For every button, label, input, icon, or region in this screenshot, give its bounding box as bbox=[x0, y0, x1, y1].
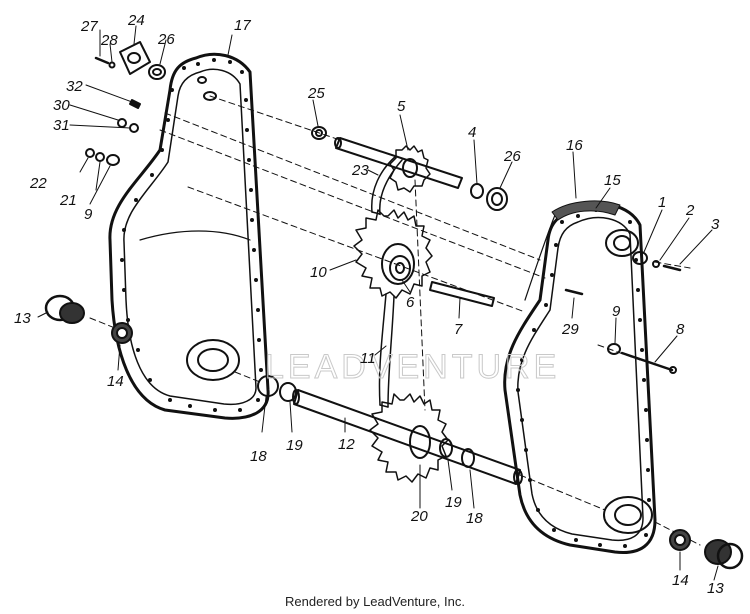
nut-30 bbox=[117, 118, 127, 128]
callout-14-right: 14 bbox=[672, 572, 689, 589]
bolt-27 bbox=[94, 56, 110, 65]
callout-31: 31 bbox=[53, 117, 70, 134]
callout-22: 22 bbox=[29, 175, 47, 192]
callout-29: 29 bbox=[561, 321, 579, 338]
callout-16: 16 bbox=[566, 137, 583, 154]
callout-24: 24 bbox=[127, 12, 145, 29]
callout-15: 15 bbox=[604, 172, 621, 189]
callout-23: 23 bbox=[351, 162, 369, 179]
bolt-3 bbox=[662, 264, 682, 272]
callout-8: 8 bbox=[676, 321, 685, 338]
washer-21 bbox=[95, 152, 105, 162]
bearing-18-left bbox=[257, 375, 279, 397]
washer-28 bbox=[108, 61, 116, 69]
callout-9-right: 9 bbox=[612, 303, 621, 320]
callout-13-right: 13 bbox=[707, 580, 724, 597]
callout-11: 11 bbox=[360, 350, 376, 367]
callout-labels: 27 28 24 26 17 32 30 31 22 21 9 25 5 4 2… bbox=[14, 12, 724, 597]
left-case-bolt-holes bbox=[120, 58, 263, 412]
callout-26-right: 26 bbox=[503, 148, 521, 165]
bearing-flange-24 bbox=[119, 41, 151, 75]
callout-21: 21 bbox=[59, 192, 77, 209]
seal-13-left bbox=[44, 294, 85, 324]
washer-19-left bbox=[279, 382, 297, 402]
washer-2 bbox=[652, 260, 660, 268]
callout-9-left: 9 bbox=[84, 206, 93, 223]
bearing-14-left bbox=[111, 322, 133, 344]
upper-sprocket-23 bbox=[389, 145, 431, 193]
washer-31 bbox=[129, 123, 139, 133]
callout-1: 1 bbox=[658, 194, 666, 211]
right-case-bolt-holes bbox=[516, 208, 651, 548]
callout-18-left: 18 bbox=[250, 448, 267, 465]
callout-18-right: 18 bbox=[466, 510, 483, 527]
lower-shaft-12 bbox=[292, 389, 523, 485]
bearing-26-right bbox=[486, 187, 508, 211]
callout-19-left: 19 bbox=[286, 437, 303, 454]
leader-lines bbox=[37, 25, 719, 581]
callout-7: 7 bbox=[454, 321, 463, 338]
upper-shaft-5 bbox=[334, 137, 463, 189]
callout-32: 32 bbox=[66, 78, 83, 95]
idler-sprocket-10 bbox=[353, 209, 433, 299]
callout-4: 4 bbox=[468, 124, 476, 141]
callout-25: 25 bbox=[307, 85, 325, 102]
right-chain-case bbox=[503, 202, 657, 555]
callout-10: 10 bbox=[310, 264, 327, 281]
lower-sprocket-20 bbox=[369, 393, 449, 483]
washer-9-left bbox=[106, 154, 120, 166]
upper-chain bbox=[371, 155, 403, 215]
lower-spacers bbox=[439, 438, 475, 468]
callout-2: 2 bbox=[685, 202, 695, 219]
seal-13-right bbox=[704, 539, 744, 570]
callout-19-right: 19 bbox=[445, 494, 462, 511]
bolt-29 bbox=[564, 288, 584, 296]
washer-9-right bbox=[607, 343, 621, 355]
callout-14-left: 14 bbox=[107, 373, 124, 390]
bolt-8 bbox=[620, 351, 677, 374]
spacer-tube-7 bbox=[429, 281, 495, 307]
callout-3: 3 bbox=[711, 216, 720, 233]
fitting-32 bbox=[129, 99, 141, 109]
washer-1 bbox=[632, 251, 648, 265]
footer-credit: Rendered by LeadVenture, Inc. bbox=[285, 594, 465, 609]
callout-12: 12 bbox=[338, 436, 355, 453]
gasket-16 bbox=[551, 200, 621, 221]
callout-26-left: 26 bbox=[157, 31, 175, 48]
callout-20: 20 bbox=[410, 508, 428, 525]
callout-13-left: 13 bbox=[14, 310, 31, 327]
bearing-26-left bbox=[148, 64, 166, 80]
callout-17: 17 bbox=[234, 17, 251, 34]
callout-27: 27 bbox=[80, 18, 98, 35]
left-chain-case bbox=[108, 52, 270, 420]
callout-5: 5 bbox=[397, 98, 406, 115]
callout-6: 6 bbox=[406, 294, 415, 311]
exploded-view-lines bbox=[89, 95, 701, 546]
bearing-25 bbox=[311, 126, 327, 140]
nut-22 bbox=[85, 148, 95, 158]
spacer-4 bbox=[470, 183, 484, 199]
callout-30: 30 bbox=[53, 97, 70, 114]
watermark: LEADVENTURE bbox=[265, 348, 560, 386]
idler-hub-6 bbox=[389, 255, 411, 281]
bearing-14-right bbox=[669, 529, 691, 551]
callout-28: 28 bbox=[100, 32, 118, 49]
